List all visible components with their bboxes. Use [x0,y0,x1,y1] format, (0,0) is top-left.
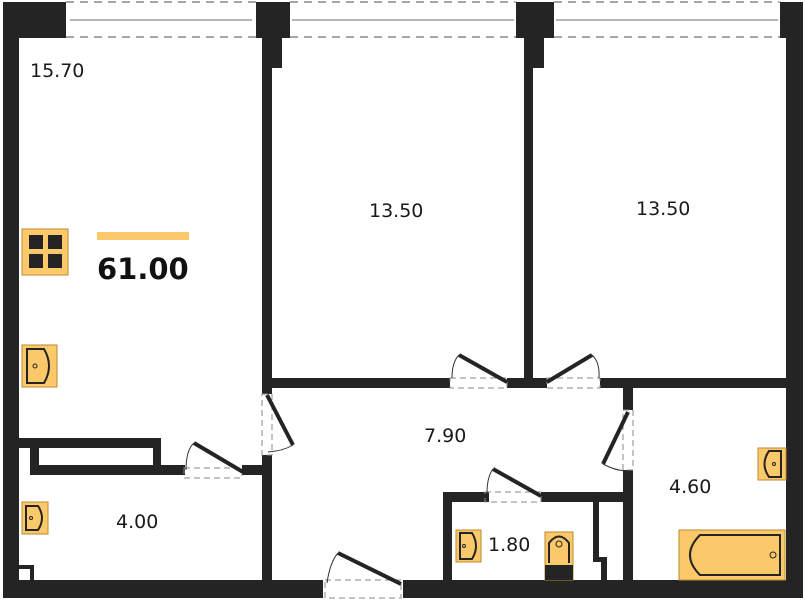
stove-icon [21,228,69,276]
washbasin-icon-laundry [21,501,49,535]
sink-icon [21,344,58,388]
room-area-laundry: 4.00 [116,511,159,533]
toilet-icon [544,531,574,581]
total-area: 61.00 [97,252,189,286]
doors [183,353,634,599]
window-middle [290,1,516,38]
walls [3,2,803,598]
bathtub-icon [678,529,786,581]
room-area-toilet: 1.80 [488,534,531,556]
room-area-kitchen-living: 15.70 [30,60,85,82]
room-area-bathroom: 4.60 [669,476,712,498]
total-area-accent-bar [97,232,189,240]
window-right [554,1,780,38]
washbasin-icon-bathroom [757,447,787,481]
window-left [66,1,256,38]
room-area-bedroom-1: 13.50 [369,200,424,222]
washbasin-icon-toilet [455,529,482,563]
room-area-bedroom-2: 13.50 [636,198,691,220]
room-area-hallway: 7.90 [424,425,467,447]
